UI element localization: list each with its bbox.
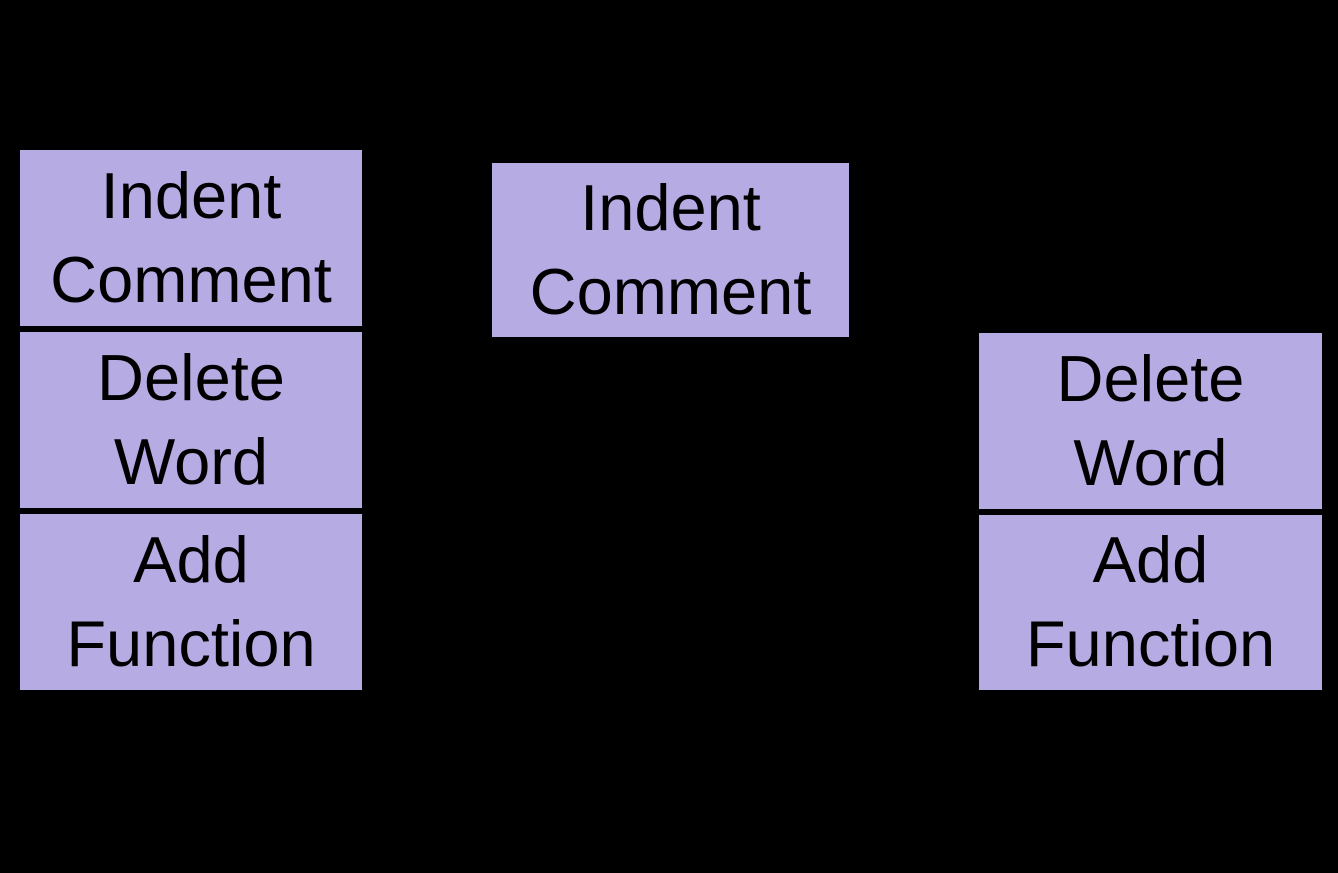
right-command-stack: Delete Word Add Function xyxy=(979,333,1322,690)
command-box-delete-word: Delete Word xyxy=(20,332,362,508)
command-box-delete-word: Delete Word xyxy=(979,333,1322,509)
left-command-stack: Indent Comment Delete Word Add Function xyxy=(20,150,362,690)
floating-command-box-indent-comment: Indent Comment xyxy=(492,163,849,337)
command-box-indent-comment: Indent Comment xyxy=(20,150,362,326)
command-box-add-function: Add Function xyxy=(979,514,1322,690)
command-box-add-function: Add Function xyxy=(20,514,362,690)
